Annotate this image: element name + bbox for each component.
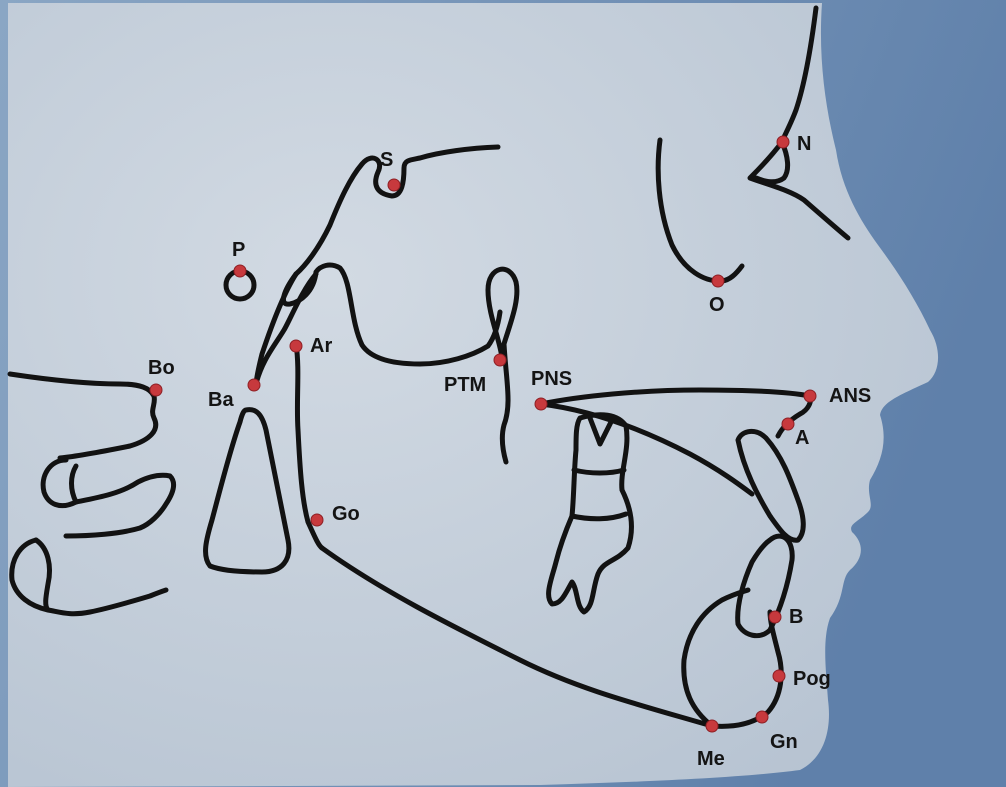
- landmark-A-label: A: [795, 427, 809, 449]
- landmark-S-label: S: [380, 149, 393, 171]
- landmark-Go-label: Go: [332, 503, 360, 525]
- landmark-N-dot: [777, 136, 789, 148]
- landmark-P-dot: [234, 265, 246, 277]
- landmark-N-label: N: [797, 133, 811, 155]
- landmark-Gn-label: Gn: [770, 731, 798, 753]
- landmark-Ba-dot: [248, 379, 260, 391]
- landmark-Ba-label: Ba: [208, 389, 234, 411]
- landmark-PNS-label: PNS: [531, 368, 572, 390]
- landmark-ANS-label: ANS: [829, 385, 871, 407]
- landmark-Pog-label: Pog: [793, 668, 831, 690]
- landmark-PTM-label: PTM: [444, 374, 486, 396]
- landmark-Bo-label: Bo: [148, 357, 175, 379]
- landmark-Gn-dot: [756, 711, 768, 723]
- landmark-O-dot: [712, 275, 724, 287]
- landmark-O-label: O: [709, 294, 725, 316]
- landmark-A-dot: [782, 418, 794, 430]
- landmark-Go-dot: [311, 514, 323, 526]
- landmark-P-label: P: [232, 239, 245, 261]
- landmark-ANS-dot: [804, 390, 816, 402]
- landmark-Me-label: Me: [697, 748, 725, 770]
- landmark-Me-dot: [706, 720, 718, 732]
- landmark-B-label: B: [789, 606, 803, 628]
- landmark-S-dot: [388, 179, 400, 191]
- landmark-Ar-dot: [290, 340, 302, 352]
- landmark-PNS-dot: [535, 398, 547, 410]
- landmark-Bo-dot: [150, 384, 162, 396]
- landmark-Pog-dot: [773, 670, 785, 682]
- landmark-Ar-label: Ar: [310, 335, 332, 357]
- landmark-B-dot: [769, 611, 781, 623]
- landmark-PTM-dot: [494, 354, 506, 366]
